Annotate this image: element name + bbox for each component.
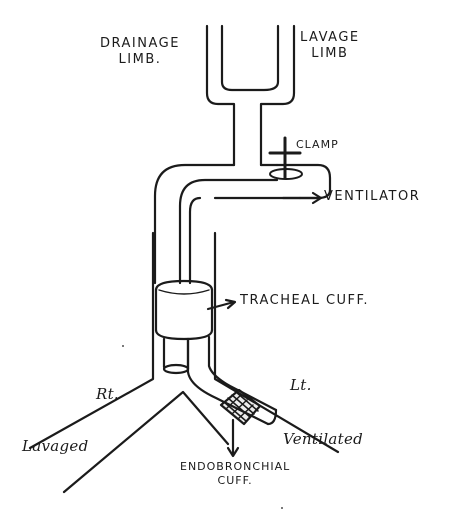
lavage-limb-label-line1: LAVAGE [300,30,360,45]
left-endobronchial-limb [186,335,278,426]
lavage-limb-label-line2: LIMB [311,46,349,62]
tube-bend [153,163,302,285]
endobronchial-cuff-label: ENDOBRONCHIAL CUFF. [180,460,290,488]
ventilator-arrow [281,191,323,205]
lavaged-label: Lavaged [22,437,89,455]
clamp-label: CLAMP [296,138,339,151]
drainage-limb-label-line1: DRAINAGE [100,36,180,51]
ventilator-label: VENTILATOR [324,189,421,204]
endobronchial-cuff-leader [226,418,240,458]
y-connector [205,24,296,167]
tracheal-cuff-label: TRACHEAL CUFF. [240,293,370,308]
tracheal-cuff-leader [206,298,237,311]
endobronchial-cuff-label-line1: ENDOBRONCHIAL [180,460,291,473]
endobronchial-cuff-label-line2: CUFF. [217,473,253,487]
ventilated-label: Ventilated [283,430,364,448]
lt-label: Lt. [290,376,312,394]
speck [281,507,283,509]
endobronchial-cuff [219,388,262,426]
drainage-limb-label: DRAINAGE LIMB. [100,36,180,69]
tracheal-cuff [154,279,214,341]
clamp-icon [268,136,303,180]
rt-label: Rt. [96,385,119,403]
trachea [28,231,340,494]
right-lumen-tip [162,337,190,375]
speck [122,345,124,347]
drainage-limb-label-line2: LIMB. [118,52,162,68]
lavage-limb-label: LAVAGE LIMB [300,30,360,63]
